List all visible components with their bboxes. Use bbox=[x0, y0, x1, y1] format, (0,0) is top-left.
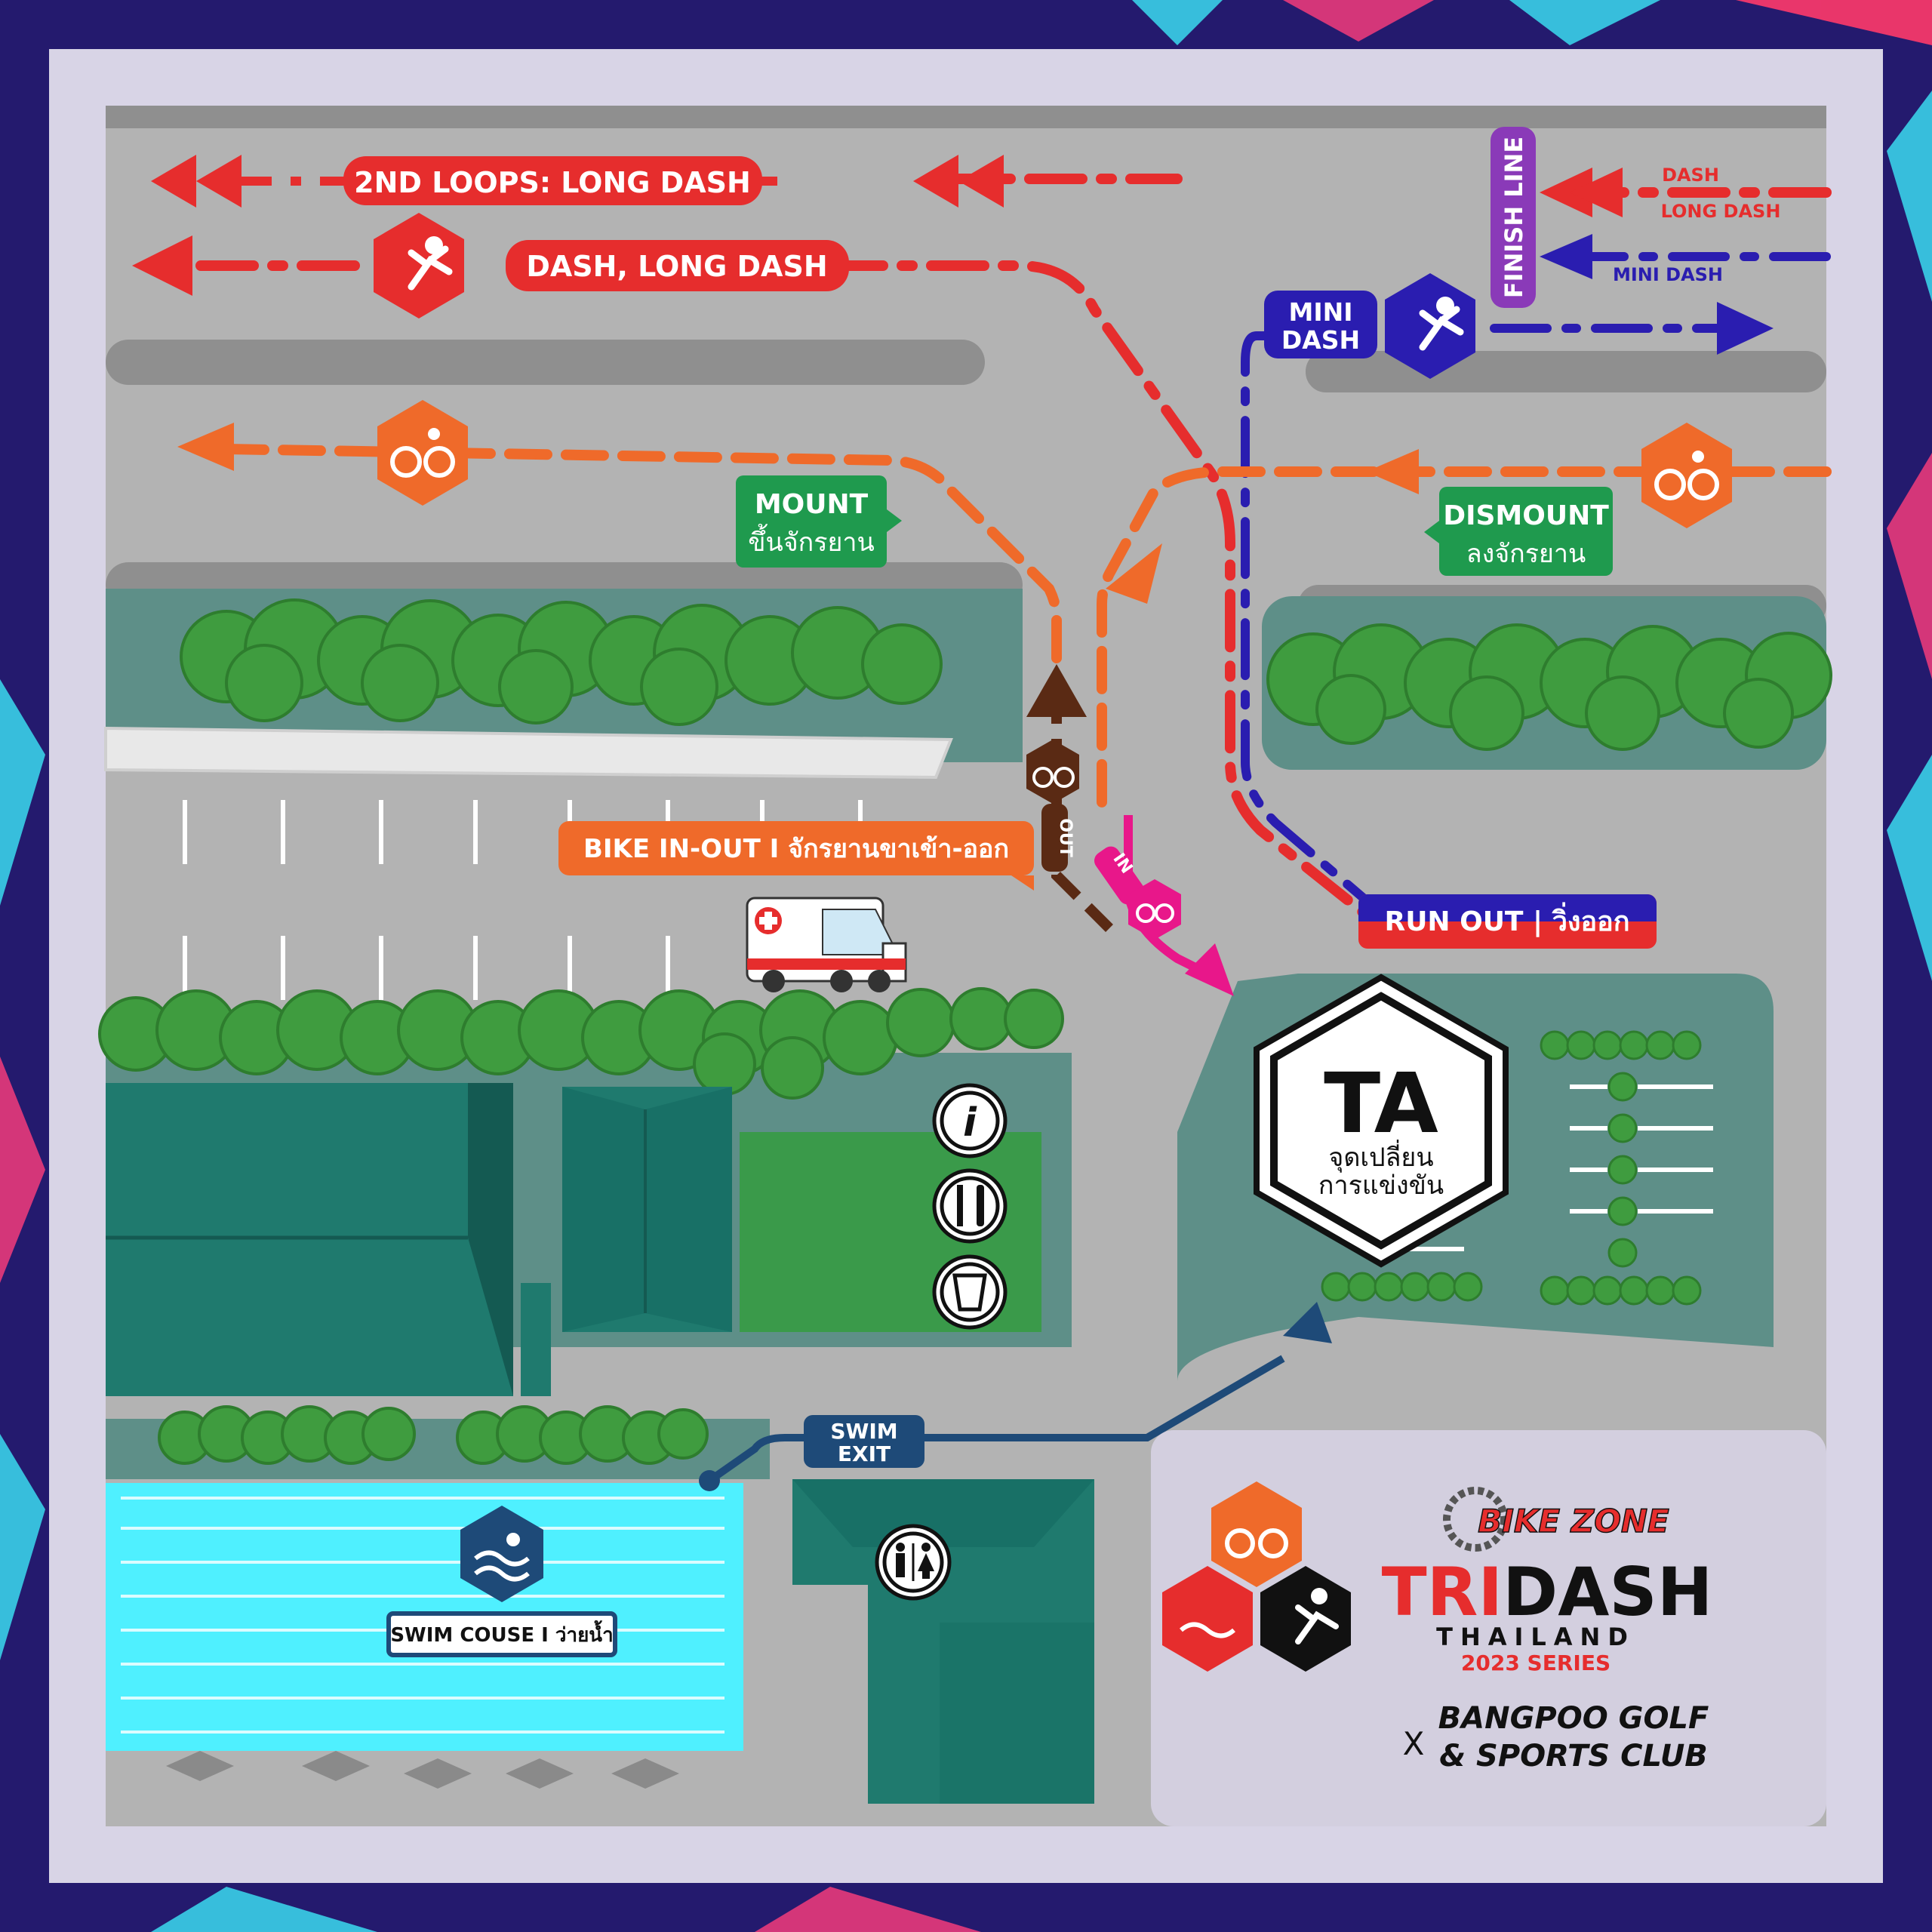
event-country: THAILAND bbox=[1436, 1623, 1635, 1651]
building-annex bbox=[521, 1283, 551, 1396]
tree-row-left-upper bbox=[180, 598, 943, 726]
sponsor-logo: BIKE ZONE bbox=[1443, 1487, 1670, 1552]
label-swim-exit-line1: SWIM bbox=[830, 1419, 897, 1444]
label-bike-in-out-text: BIKE IN-OUT I จักรยานขาเข้า-ออก bbox=[583, 834, 1009, 864]
bicycle-icon bbox=[390, 446, 422, 478]
label-dismount-th: ลงจักรยาน bbox=[1466, 539, 1586, 569]
median-upper-left bbox=[106, 340, 985, 385]
venue-line1: BANGPOO GOLF bbox=[1438, 1701, 1709, 1736]
route-bike-out bbox=[1051, 717, 1113, 932]
branding-hexes bbox=[1162, 1481, 1351, 1672]
label-run-out: RUN OUT | วิ่งออก bbox=[1358, 894, 1657, 949]
label-swim-course: SWIM COUSE I ว่ายน้ำ bbox=[386, 1611, 617, 1657]
bike-hex-marker-left bbox=[377, 400, 468, 506]
tree-row-ta bbox=[1321, 1030, 1702, 1306]
run-hex-marker-mini bbox=[1385, 273, 1475, 379]
bicycle-icon-right bbox=[1654, 469, 1686, 500]
ambulance-icon bbox=[746, 897, 907, 992]
pool-lane-lines bbox=[121, 1497, 724, 1734]
tree-row-lower bbox=[158, 1405, 709, 1465]
event-series: 2023 SERIES bbox=[1461, 1651, 1611, 1675]
ta-parking-lines bbox=[1404, 1084, 1713, 1251]
info-icon: i bbox=[932, 1083, 1008, 1158]
sponsor-text: BIKE ZONE bbox=[1478, 1503, 1669, 1540]
route-mini-dash bbox=[1241, 252, 1831, 918]
swim-hex-marker bbox=[460, 1506, 543, 1602]
route-bike bbox=[221, 444, 1832, 820]
building-main bbox=[106, 1083, 513, 1396]
ta-th-line1: จุดเปลี่ยน bbox=[1328, 1140, 1433, 1173]
label-mini-dash-line2: DASH bbox=[1281, 325, 1360, 355]
tree-row-right-upper bbox=[1266, 623, 1832, 751]
bike-out-marker: OUT bbox=[1026, 740, 1079, 872]
branding-panel bbox=[1151, 1430, 1826, 1826]
route-dash-long-dash bbox=[161, 174, 1832, 926]
label-run-out-text: RUN OUT | วิ่งออก bbox=[1384, 902, 1629, 937]
label-second-loops: 2ND LOOPS: LONG DASH bbox=[343, 156, 762, 205]
swimmer-icon bbox=[474, 1550, 530, 1582]
swim-exit-start bbox=[699, 1470, 720, 1491]
label-mini-dash: MINI DASH bbox=[1264, 291, 1377, 358]
label-mount-th: ขึ้นจักรยาน bbox=[748, 524, 875, 558]
label-mini-dash-line1: MINI bbox=[1288, 297, 1352, 327]
finish-line: FINISH LINE bbox=[1491, 127, 1536, 308]
bike-in-marker: IN bbox=[1094, 846, 1181, 940]
label-swim-course-text: SWIM COUSE I ว่ายน้ำ bbox=[390, 1620, 613, 1647]
label-mount: MOUNT ขึ้นจักรยาน bbox=[736, 475, 902, 568]
pillars bbox=[166, 1751, 679, 1789]
drink-icon bbox=[932, 1254, 1008, 1330]
label-dismount: DISMOUNT ลงจักรยาน bbox=[1424, 487, 1613, 576]
canopy bbox=[104, 726, 953, 780]
ta-code: TA bbox=[1324, 1055, 1438, 1152]
label-swim-exit: SWIM EXIT bbox=[804, 1415, 924, 1468]
label-bike-in-out: BIKE IN-OUT I จักรยานขาเข้า-ออก bbox=[558, 821, 1034, 891]
bike-hex-marker-right bbox=[1641, 423, 1732, 528]
building-center bbox=[562, 1087, 732, 1332]
label-second-loops-text: 2ND LOOPS: LONG DASH bbox=[354, 166, 751, 199]
label-mini-dash-top: MINI DASH bbox=[1613, 264, 1723, 285]
food-icon bbox=[932, 1168, 1008, 1244]
curb-top bbox=[106, 106, 1826, 128]
building-restroom bbox=[792, 1479, 1094, 1804]
tree-row-middle bbox=[98, 987, 1064, 1100]
runner-icon-mini bbox=[1419, 306, 1464, 351]
median-upper-right bbox=[1306, 351, 1826, 392]
route-swim-exit bbox=[707, 1355, 1285, 1484]
restroom-icon bbox=[875, 1524, 952, 1601]
ta-th-line2: การแข่งขัน bbox=[1318, 1171, 1444, 1201]
svg-text:i: i bbox=[963, 1100, 977, 1146]
label-long-dash-top: LONG DASH bbox=[1661, 201, 1781, 222]
transition-area-marker: TA จุดเปลี่ยน การแข่งขัน bbox=[1254, 974, 1509, 1268]
run-hex-marker bbox=[374, 213, 464, 318]
venue-line2: & SPORTS CLUB bbox=[1439, 1739, 1708, 1774]
event-title: TRIDASH bbox=[1382, 1553, 1713, 1631]
label-swim-exit-line2: EXIT bbox=[838, 1441, 891, 1466]
finish-line-text: FINISH LINE bbox=[1500, 137, 1528, 298]
label-dash-long-dash: DASH, LONG DASH bbox=[506, 240, 849, 291]
label-mount-en: MOUNT bbox=[755, 489, 869, 520]
label-dash-top: DASH bbox=[1662, 165, 1719, 186]
arrowheads bbox=[132, 155, 1774, 1343]
label-dismount-en: DISMOUNT bbox=[1443, 500, 1609, 531]
bike-out-text: OUT bbox=[1056, 818, 1075, 857]
runner-icon bbox=[408, 245, 453, 291]
collab-x: X bbox=[1403, 1725, 1425, 1762]
label-dash-long-dash-text: DASH, LONG DASH bbox=[526, 250, 827, 283]
